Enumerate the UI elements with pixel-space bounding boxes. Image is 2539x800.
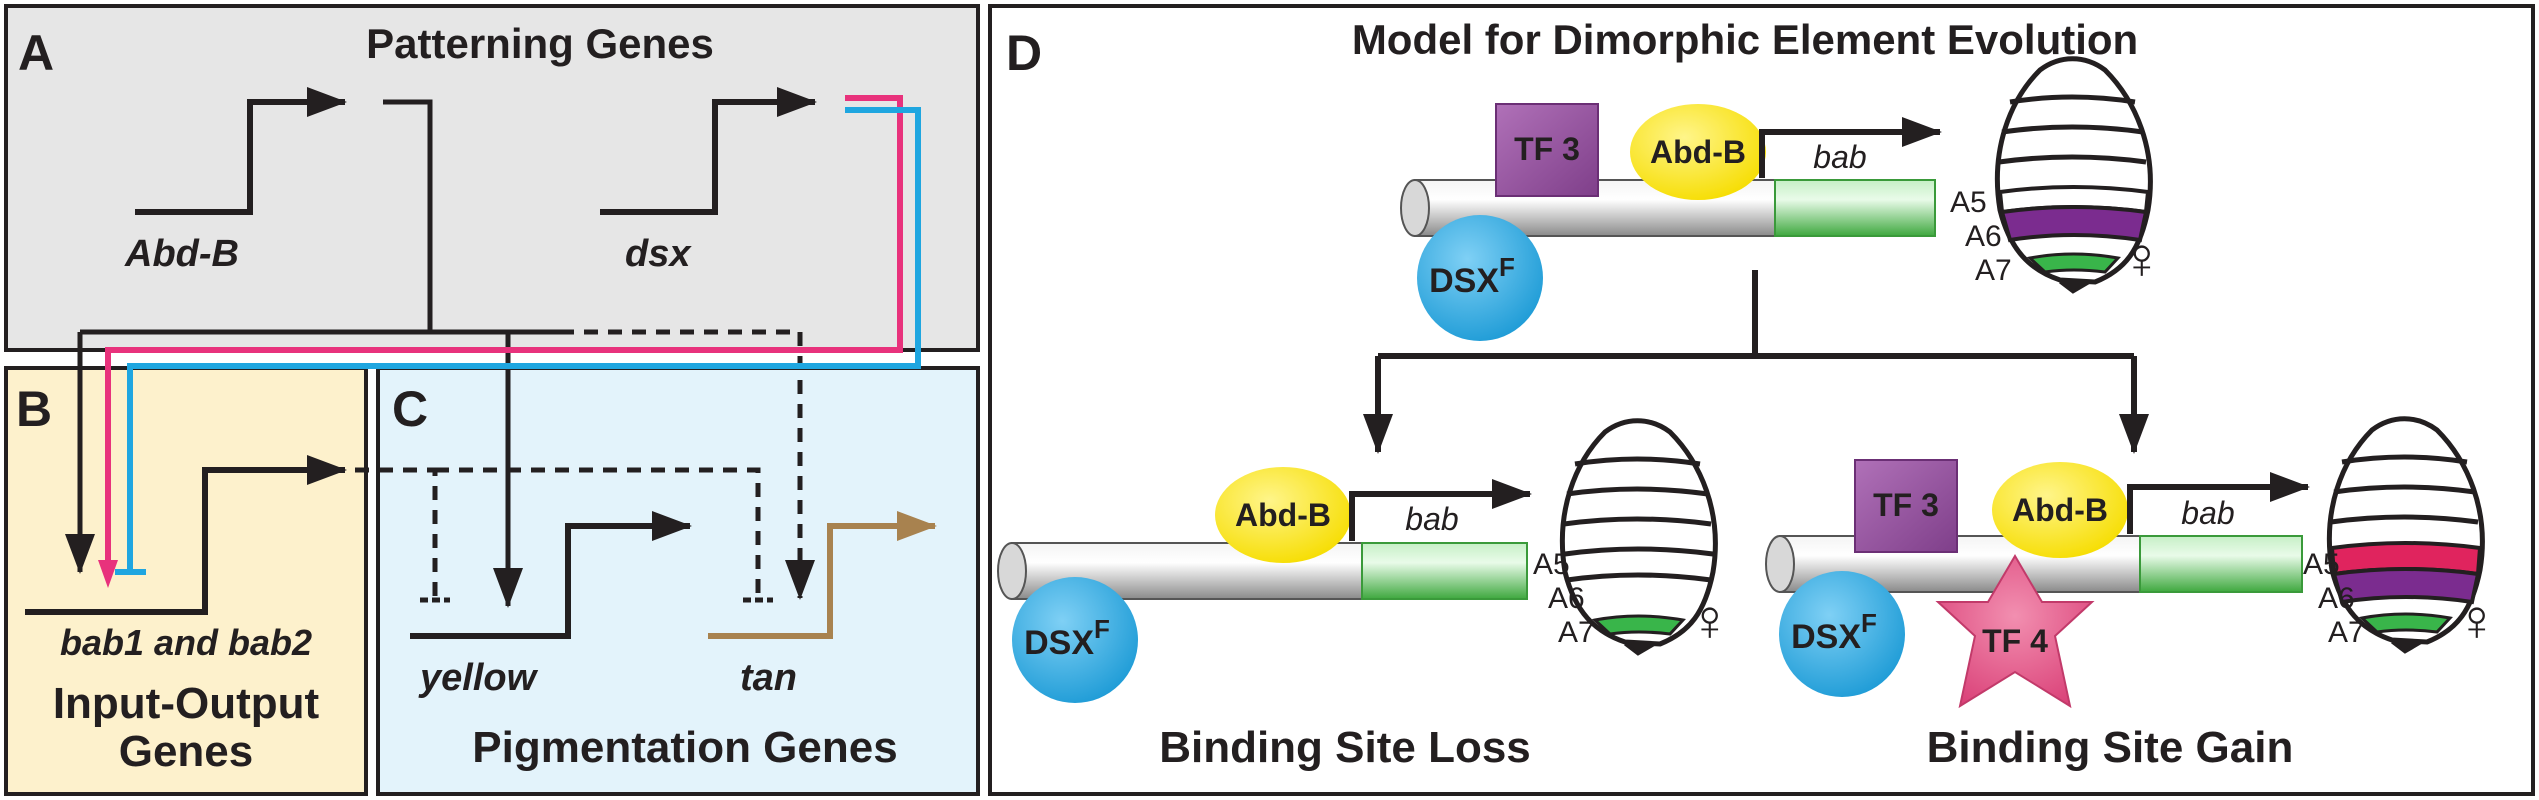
- yellow-gene-symbol: [410, 511, 692, 639]
- female-symbol-top: ♀: [2120, 226, 2164, 291]
- dsx-female-arrowhead: [98, 560, 118, 588]
- tf4-label: TF 4: [1982, 623, 2048, 659]
- panel-d: D Model for Dimorphic Element Evolution …: [988, 4, 2535, 796]
- abdb-oval-loss: [1215, 467, 1351, 563]
- abdb-to-tan-dashed: [560, 329, 815, 600]
- segment-a7-green-loss: [1591, 614, 1686, 636]
- panel-c-background: [376, 366, 980, 796]
- segment-label-a7-loss: A7: [1558, 616, 1595, 649]
- panel-a: A Patterning Genes Abd-B dsx: [4, 4, 980, 352]
- panel-c-letter: C: [392, 381, 428, 437]
- dna-green-segment-gain: [2139, 535, 2303, 593]
- segment-label-a7-gain: A7: [2328, 616, 2365, 649]
- bab-promoter-arrow: [1759, 117, 1942, 178]
- panel-d-title: Model for Dimorphic Element Evolution: [1352, 16, 2138, 63]
- bab-gene-label: bab1 and bab2: [60, 622, 312, 663]
- bab-promoter-arrow-loss: [1349, 479, 1532, 541]
- abdb-gene-label: Abd-B: [124, 233, 239, 275]
- panel-b-title-line2: Genes: [119, 727, 254, 776]
- dsx-circle-gain: [1779, 571, 1905, 697]
- tf3-box-gain: [1854, 459, 1958, 553]
- dsx-label: DSXF: [1429, 252, 1515, 300]
- dsx-label-gain: DSXF: [1791, 608, 1877, 656]
- bab-label-loss: bab: [1405, 501, 1458, 537]
- panel-b: B bab1 and bab2 Input-Output Genes: [4, 366, 368, 796]
- segment-label-a5-top: A5: [1950, 186, 1987, 219]
- abdb-gene-symbol: [135, 87, 347, 215]
- dsx-male-line: [127, 107, 921, 570]
- tan-gene-label: tan: [740, 657, 797, 699]
- binding-site-gain-label: Binding Site Gain: [1927, 723, 2294, 772]
- panel-d-letter: D: [1006, 25, 1042, 81]
- binding-site-gain-element: TF 3 Abd-B bab DSXF TF 4: [1765, 459, 2310, 709]
- tf3-label: TF 3: [1514, 131, 1580, 167]
- tan-gene-symbol: [708, 511, 937, 639]
- segment-label-a5-loss: A5: [1533, 548, 1570, 581]
- segment-label-a6-gain: A6: [2318, 582, 2355, 615]
- segment-a7-green-gain: [2358, 612, 2453, 634]
- bab-label-gain: bab: [2181, 495, 2234, 531]
- panel-a-title: Patterning Genes: [366, 20, 714, 67]
- dsx-circle-loss: [1012, 577, 1138, 703]
- abdb-label-gain: Abd-B: [2012, 492, 2108, 528]
- abdb-oval: [1630, 104, 1766, 200]
- panel-c-title: Pigmentation Genes: [472, 723, 897, 772]
- segment-a6-purple: [1999, 205, 2149, 243]
- segment-a7-green: [2026, 252, 2121, 274]
- abdb-output-line: [383, 99, 433, 332]
- yellow-gene-label: yellow: [418, 657, 539, 699]
- panel-c: C yellow tan Pigmentation Genes: [376, 366, 980, 796]
- bab-gene-symbol: [25, 455, 347, 615]
- segment-label-a6-top: A6: [1965, 220, 2002, 253]
- bab-promoter-arrow-gain: [2127, 472, 2310, 534]
- tf3-label-gain: TF 3: [1873, 487, 1939, 523]
- segment-a6-purple-gain: [2331, 567, 2481, 605]
- regulatory-network-lines: [25, 95, 921, 615]
- evolution-branch-arrows: [1363, 270, 2149, 454]
- ancestral-element: TF 3 Abd-B bab DSXF: [1400, 103, 1942, 341]
- abdomen-gain: [2326, 416, 2485, 654]
- female-symbol-loss: ♀: [1688, 588, 1732, 653]
- segment-label-a5-gain: A5: [2303, 548, 2340, 581]
- panel-b-title-line1: Input-Output: [53, 679, 320, 728]
- panel-a-letter: A: [18, 25, 54, 81]
- dsx-circle: [1417, 215, 1543, 341]
- binding-site-loss-label: Binding Site Loss: [1159, 723, 1531, 772]
- abdb-label: Abd-B: [1650, 134, 1746, 170]
- tf4-star: [1935, 554, 2095, 709]
- segment-label-a6-loss: A6: [1548, 582, 1585, 615]
- binding-site-loss-element: Abd-B bab DSXF: [997, 467, 1532, 703]
- dsx-gene-symbol: [600, 87, 817, 215]
- dsx-female-line: [105, 95, 903, 570]
- female-symbol-gain: ♀: [2455, 588, 2499, 653]
- dna-green-segment-loss: [1361, 542, 1528, 600]
- bab-to-tan-repression: [435, 467, 761, 598]
- tf3-box: [1495, 103, 1599, 197]
- abdb-oval-gain: [1992, 462, 2128, 558]
- dna-end-cap: [1400, 179, 1430, 237]
- abdb-label-loss: Abd-B: [1235, 497, 1331, 533]
- dna-green-segment: [1774, 179, 1936, 237]
- bab-label: bab: [1813, 139, 1866, 175]
- dna-end-cap-gain: [1765, 535, 1795, 593]
- abdomen-loss: [1559, 418, 1718, 656]
- dna-end-cap-loss: [997, 542, 1027, 600]
- abdomen-ancestral: [1994, 56, 2153, 294]
- segment-label-a7-top: A7: [1975, 254, 2012, 287]
- panel-a-background: [4, 4, 980, 352]
- dsx-label-loss: DSXF: [1024, 614, 1110, 662]
- dsx-gene-label: dsx: [625, 233, 692, 275]
- panel-d-background: [988, 4, 2535, 796]
- panel-b-letter: B: [16, 381, 52, 437]
